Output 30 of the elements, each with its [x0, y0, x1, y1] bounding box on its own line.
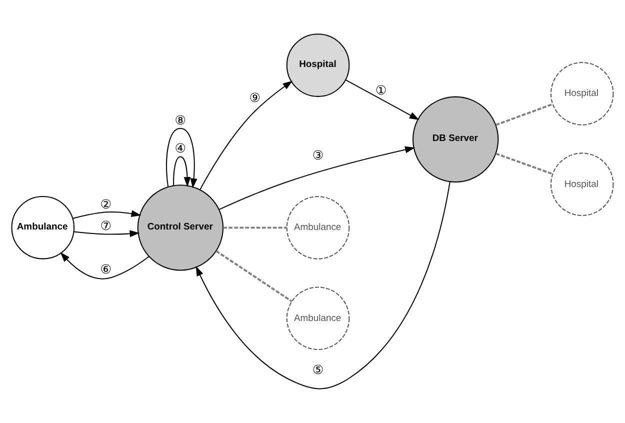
arrow — [72, 210, 142, 219]
connector — [496, 103, 554, 126]
arrow — [60, 252, 150, 280]
connector — [496, 152, 553, 175]
node-circle: Hospital — [550, 62, 614, 126]
edge-label: ② — [100, 196, 112, 212]
node-circle: Ambulance — [286, 196, 350, 260]
node-circle: Hospital — [286, 34, 350, 97]
node-circle: Hospital — [550, 152, 614, 216]
edge-label: ⑥ — [100, 261, 112, 276]
node-circle: Control Server — [137, 184, 224, 271]
arrow — [166, 128, 198, 188]
edge-label: ④ — [174, 140, 186, 156]
node-circle: Ambulance — [11, 196, 75, 260]
node-circle: Ambulance — [286, 286, 350, 350]
arrow — [74, 230, 140, 238]
node-circle: DB Server — [412, 96, 499, 182]
edge-label: ⑤ — [312, 362, 324, 378]
arrow — [218, 146, 416, 210]
connector — [223, 226, 287, 229]
connector — [216, 250, 292, 302]
edge-label: ③ — [312, 148, 324, 163]
arrow — [173, 156, 191, 187]
arrow — [200, 80, 293, 190]
edge-label: ① — [375, 82, 387, 98]
edge-label: ⑦ — [100, 218, 112, 233]
arrow — [196, 182, 450, 390]
edge-label: ⑨ — [249, 90, 261, 106]
edge-label: ⑧ — [174, 112, 186, 128]
arrow — [345, 79, 420, 120]
